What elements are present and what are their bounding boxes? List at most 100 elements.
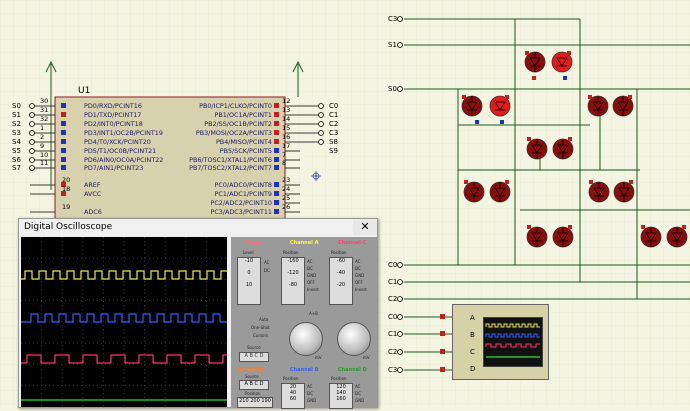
chd-position-box[interactable]: 120 140 160 xyxy=(329,383,353,409)
cha-position-label: Position xyxy=(283,250,299,255)
scope-component-traces xyxy=(485,323,540,358)
trig-dc[interactable]: DC xyxy=(264,268,270,273)
auto-toggle[interactable]: Auto xyxy=(259,317,269,322)
horiz-source-select[interactable]: A B C D xyxy=(239,380,269,390)
pin-number: 8 xyxy=(282,159,287,167)
pin-name: PB6/TOSC1/XTAL1/PCINT6 xyxy=(189,156,272,164)
net-label-s0: S0 xyxy=(388,85,397,93)
pin-number: 20 xyxy=(62,176,71,184)
chb-pos-top: 20 xyxy=(289,384,297,390)
pin-name: PD4/T0/XCK/PCINT20 xyxy=(84,138,151,146)
chc-invert[interactable]: Invert xyxy=(355,287,367,292)
cha-pos-top: -160 xyxy=(287,258,299,264)
pin-number: 31 xyxy=(40,106,49,114)
pin-name: AVCC xyxy=(84,190,102,198)
trace-b xyxy=(21,313,227,323)
cha-ac[interactable]: AC xyxy=(307,259,313,264)
chc-off[interactable]: OFF xyxy=(355,280,363,285)
cha-gnd[interactable]: GND xyxy=(307,273,317,278)
pin-number: 30 xyxy=(40,97,49,105)
chb-position-box[interactable]: 20 40 60 xyxy=(281,383,305,409)
channel-d-header: Channel D xyxy=(338,367,367,373)
pin-name: PB0/ICP1/CLKO/PCINT0 xyxy=(199,102,272,110)
pin-name: PB2/SS/OC1B/PCINT2 xyxy=(204,120,272,128)
pin-number: 15 xyxy=(282,124,291,132)
pin-number: 19 xyxy=(62,203,71,211)
oscilloscope-window[interactable]: Digital Oscilloscope ✕ Trigger Channel A… xyxy=(18,218,378,409)
crosshair-icon xyxy=(311,171,321,181)
cursors-toggle[interactable]: Cursors xyxy=(253,333,269,338)
pin-number: 24 xyxy=(282,185,291,193)
trigger-level-box[interactable]: -10 0 10 xyxy=(237,257,261,305)
close-icon[interactable]: ✕ xyxy=(353,219,377,235)
pin-name: PD0/RXD/PCINT16 xyxy=(84,102,142,110)
trigger-level-value: 0 xyxy=(247,270,251,276)
chb-position-label: Position xyxy=(283,376,299,381)
trigger-top-value: -10 xyxy=(244,258,254,264)
net-label-s1: S1 xyxy=(388,41,397,49)
led-matrix-wires xyxy=(404,18,690,300)
scope-input-c: C xyxy=(470,348,475,356)
one-shot-toggle[interactable]: One-Shot xyxy=(251,325,270,330)
chb-gnd[interactable]: GND xyxy=(307,398,317,403)
net-label-s7: S7 xyxy=(12,164,21,172)
chc-ac[interactable]: AC xyxy=(355,259,361,264)
pin-number: 14 xyxy=(282,115,291,123)
pin-name: PC2/ADC2/PCINT10 xyxy=(210,199,272,207)
pin-number: 13 xyxy=(282,106,291,114)
cha-pos-bottom: -80 xyxy=(288,282,298,288)
trigger-source-label: Source xyxy=(247,345,261,350)
scope-input-a: A xyxy=(470,314,475,322)
component-ref: U1 xyxy=(78,86,91,96)
net-label-s8: S8 xyxy=(329,138,338,146)
net-label-c1: C1 xyxy=(388,278,398,286)
cha-off[interactable]: OFF xyxy=(307,280,315,285)
chc-position-label: Position xyxy=(331,250,347,255)
chc-volts-knob[interactable] xyxy=(337,322,371,356)
chb-ac[interactable]: AC xyxy=(307,384,313,389)
cha-position-box[interactable]: -160 -120 -80 xyxy=(281,257,305,305)
net-label-c0: C0 xyxy=(329,102,339,110)
pin-number: 9 xyxy=(40,142,45,150)
pin-name: PB7/TOSC2/XTAL2/PCINT7 xyxy=(189,164,272,172)
pin-number: 11 xyxy=(40,159,49,167)
net-label-s2: S2 xyxy=(12,120,21,128)
pin-number: 1 xyxy=(40,124,45,132)
chd-gnd[interactable]: GND xyxy=(355,398,365,403)
chd-dc[interactable]: DC xyxy=(355,391,361,396)
cha-volts-knob[interactable] xyxy=(289,322,323,356)
net-label-c1: C1 xyxy=(329,111,339,119)
net-label-s3: S3 xyxy=(12,129,21,137)
pin-name: PD3/INT1/OC2B/PCINT19 xyxy=(84,129,163,137)
net-label-c2: C2 xyxy=(388,348,398,356)
pin-name: PB3/MOSI/OC2A/PCINT3 xyxy=(195,129,272,137)
horiz-source-label: Source xyxy=(245,374,259,379)
pin-name: PC3/ADC3/PCINT11 xyxy=(210,208,272,216)
pin-name: PD5/T1/OC0B/PCINT21 xyxy=(84,147,157,155)
net-label-s4: S4 xyxy=(12,138,21,146)
scope-component-screen xyxy=(483,317,543,367)
horiz-position-box[interactable]: 210 200 190 xyxy=(237,397,273,408)
chc-dc[interactable]: DC xyxy=(355,266,361,271)
cha-invert[interactable]: Invert xyxy=(307,287,319,292)
pin-number: 32 xyxy=(40,115,49,123)
oscilloscope-traces xyxy=(21,237,227,407)
trig-ac[interactable]: AC xyxy=(264,260,270,265)
cha-dc[interactable]: DC xyxy=(307,266,313,271)
scope-input-b: B xyxy=(470,331,475,339)
chc-gnd[interactable]: GND xyxy=(355,273,365,278)
trigger-source-select[interactable]: A B C D xyxy=(239,352,269,362)
pin-name: ADC6 xyxy=(84,208,102,216)
chip-u1-body[interactable] xyxy=(54,96,286,222)
chc-position-box[interactable]: -60 -40 -20 xyxy=(329,257,353,305)
power-arrows xyxy=(45,60,304,190)
trace-c xyxy=(21,354,227,364)
chb-pos-bottom: 60 xyxy=(289,396,297,402)
chd-pos-value: 140 xyxy=(336,390,346,396)
chb-dc[interactable]: DC xyxy=(307,391,313,396)
trigger-header: Trigger xyxy=(245,240,266,246)
a-plus-b-toggle[interactable]: A+B xyxy=(309,311,318,316)
channel-b-header: Channel B xyxy=(290,367,319,373)
chd-ac[interactable]: AC xyxy=(355,384,361,389)
